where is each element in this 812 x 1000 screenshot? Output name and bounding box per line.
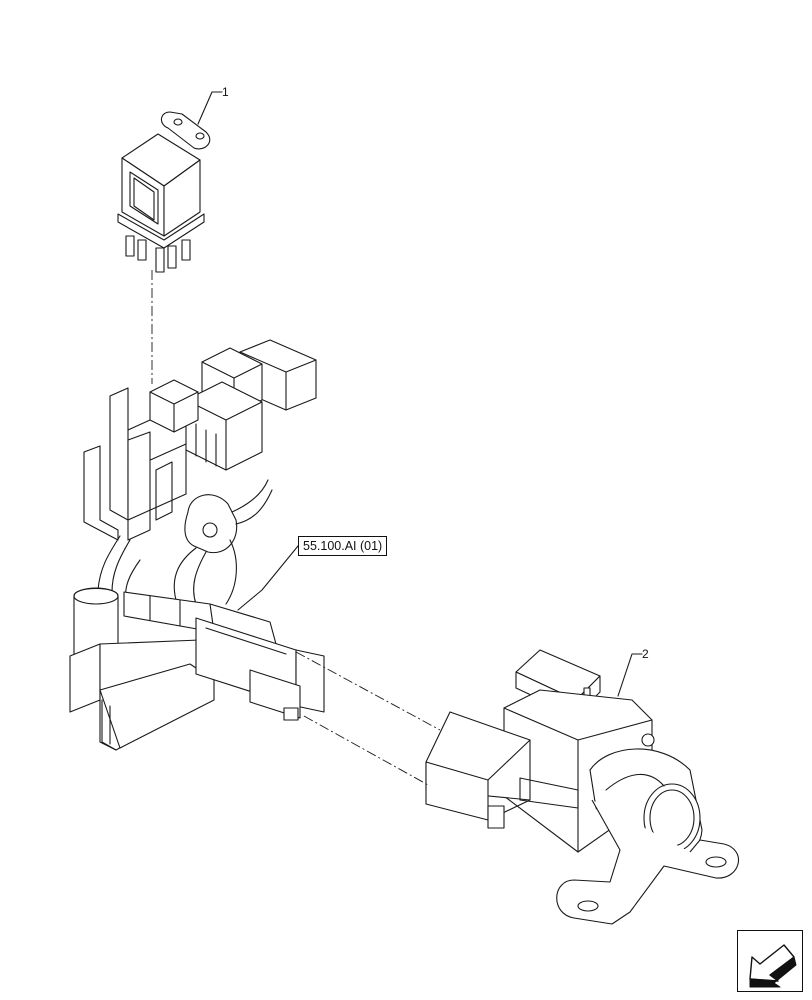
relay-harness-assembly[interactable] bbox=[69, 339, 325, 751]
relay-part[interactable] bbox=[117, 111, 211, 273]
sensor-part[interactable] bbox=[425, 649, 739, 925]
reference-label[interactable]: 55.100.AI (01) bbox=[298, 536, 388, 556]
callout-1: 1 bbox=[222, 85, 229, 99]
nav-arrow-button[interactable] bbox=[737, 930, 803, 992]
arrow-down-left-icon bbox=[749, 944, 797, 988]
callout-2: 2 bbox=[642, 647, 649, 661]
